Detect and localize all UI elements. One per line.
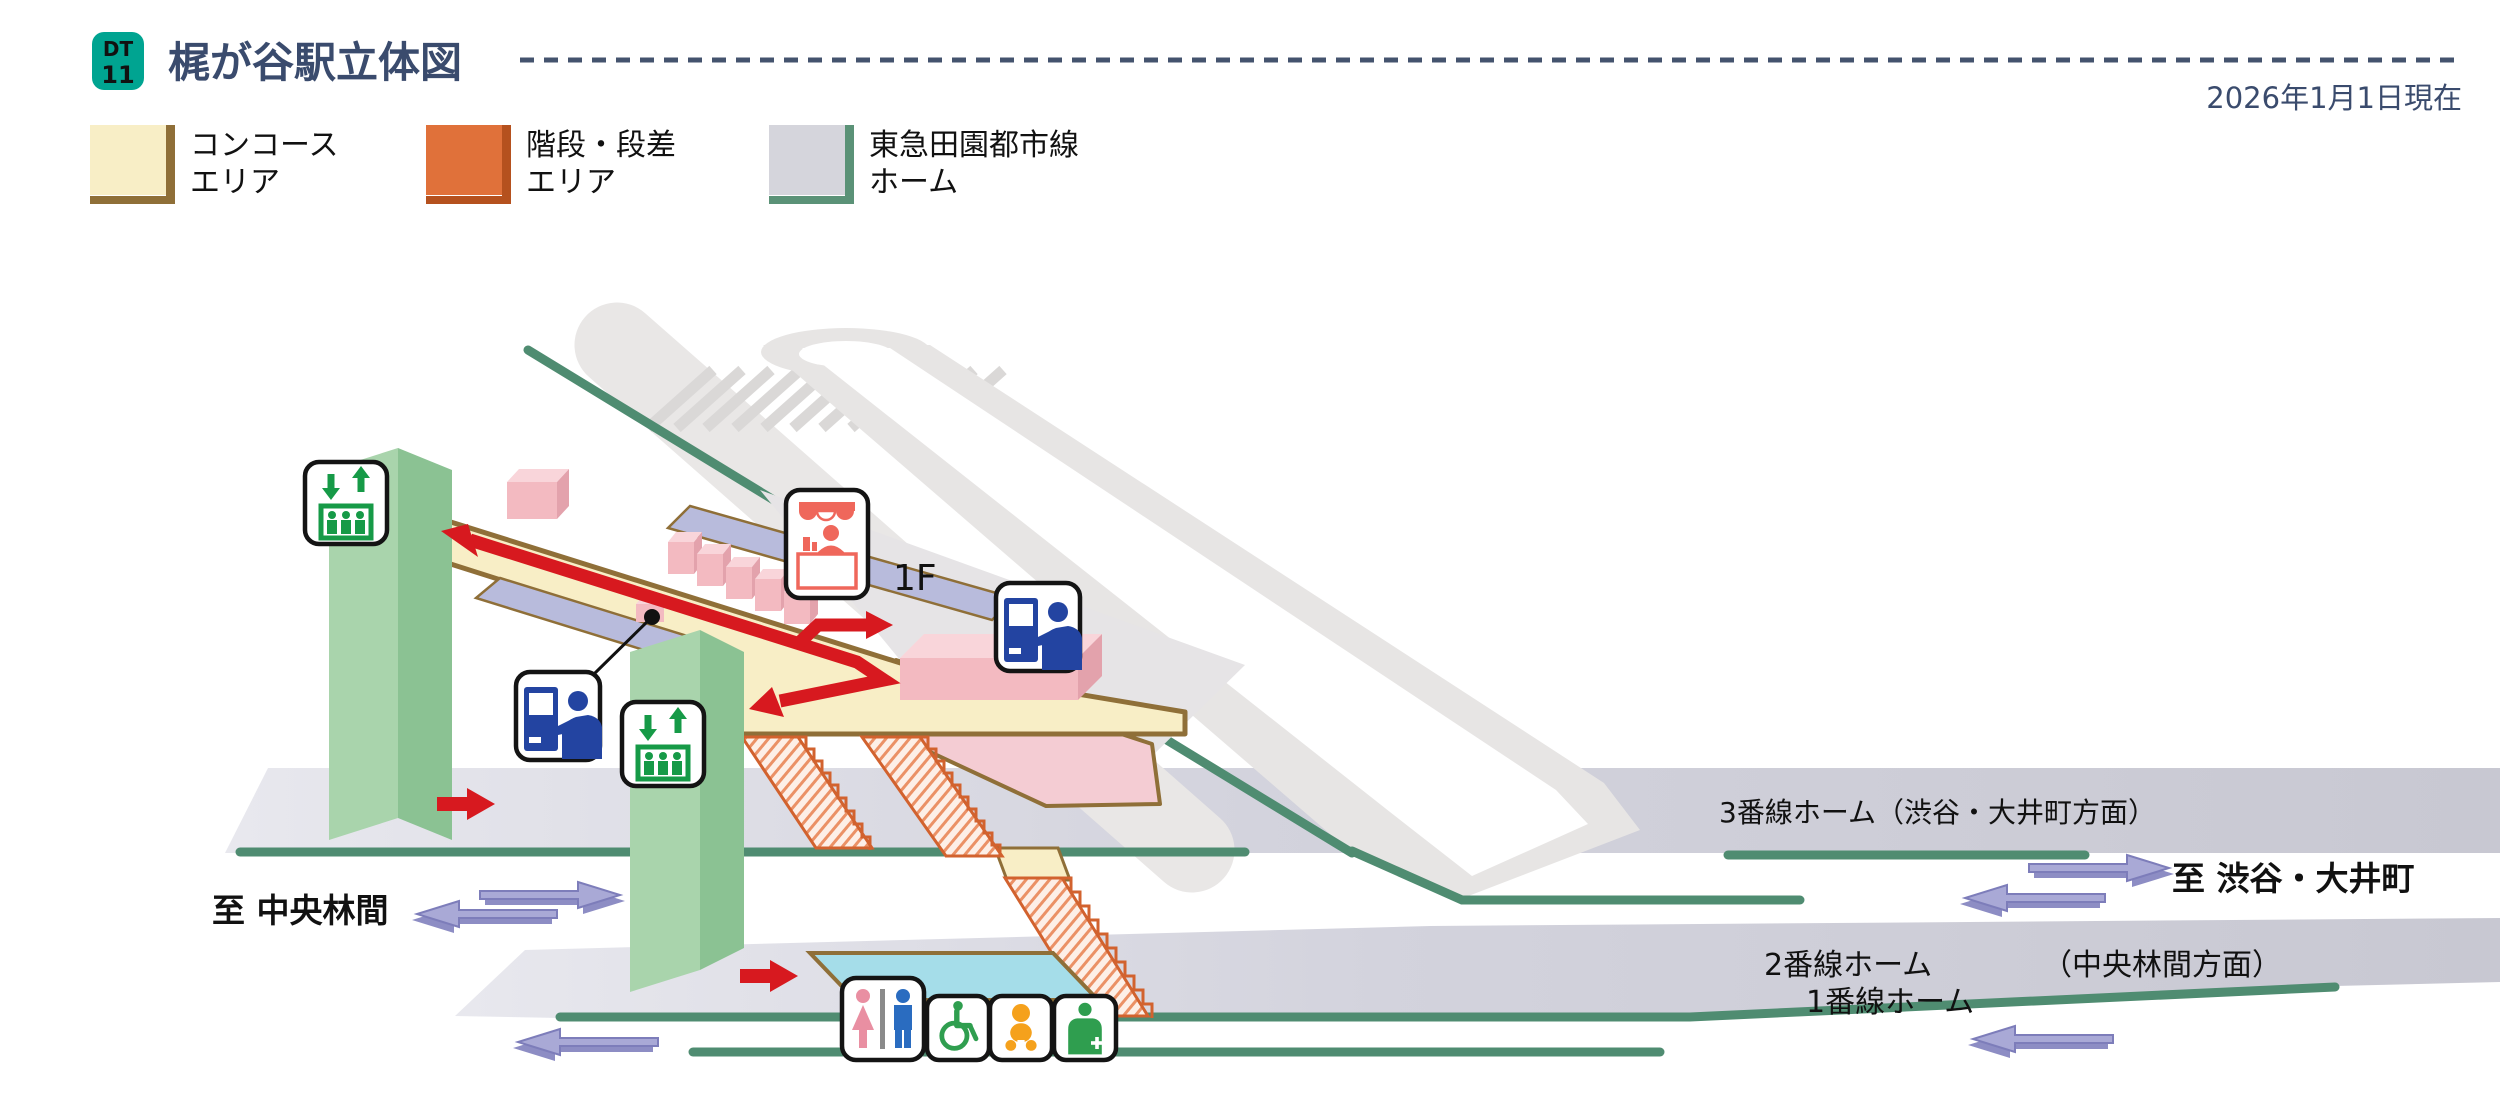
legend-swatch-platform: [769, 125, 854, 204]
stairs-to-platform3: [739, 735, 875, 850]
baby-care-icon: [987, 993, 1055, 1063]
legend: コンコース エリア 階段・段差 エリア 東急田園都市線 ホーム: [90, 125, 1079, 204]
legend-swatch-concourse: [90, 125, 175, 204]
to-shibuya-label: 至 渋谷・大井町: [2172, 859, 2415, 898]
platform3-label: 3番線ホーム（渋谷・大井町方面）: [1719, 796, 2156, 829]
care-staff-icon: [1051, 993, 1119, 1063]
as-of-date: 2026年1月1日現在: [2206, 81, 2462, 115]
line-badge-number: 11: [101, 61, 134, 89]
ticket-machine-leader: [592, 609, 660, 676]
walking-route: [441, 524, 901, 717]
legend-label: コンコース: [190, 128, 339, 163]
stair-landing: [992, 846, 1073, 882]
legend-label: 階段・段差: [526, 128, 676, 163]
stairs-upper-flight: [859, 735, 1005, 858]
legend-label: エリア: [190, 165, 280, 200]
legend-swatch-stairs: [426, 125, 511, 204]
track-arrow-left: [512, 1028, 659, 1062]
platform2-label: 2番線ホーム: [1764, 948, 1932, 983]
direction-note-label: （中央林間方面）: [2042, 948, 2282, 983]
toilet-icon: [839, 975, 927, 1063]
ticket-machine-icon: [993, 580, 1083, 674]
track-arrow-right: [2028, 854, 2175, 888]
ticket-machine-icon: [513, 669, 603, 763]
wheelchair-icon: [924, 993, 992, 1063]
page-title: 梶が谷駅立体図: [168, 38, 462, 87]
track-arrow-left: [411, 900, 558, 934]
elevator-icon: [302, 459, 390, 547]
access-ramp-right: [761, 328, 1640, 900]
line-badge-code: DT: [103, 37, 134, 61]
track-arrow-left: [1967, 1025, 2114, 1059]
track-arrow-left: [1959, 884, 2106, 918]
floor-label: 1F: [893, 558, 937, 599]
kiosk-icon: [783, 487, 871, 601]
platform1-label: 1番線ホーム: [1806, 985, 1974, 1020]
legend-label: ホーム: [869, 165, 958, 200]
elevator-shaft-center: [630, 630, 744, 992]
to-chuorinkan-label: 至 中央林間: [212, 891, 389, 930]
legend-label: 東急田園都市線: [869, 128, 1079, 163]
line-badge: DT 11: [92, 32, 144, 90]
elevator-icon: [619, 699, 707, 789]
station-building-block: [507, 469, 569, 519]
legend-label: エリア: [526, 165, 616, 200]
